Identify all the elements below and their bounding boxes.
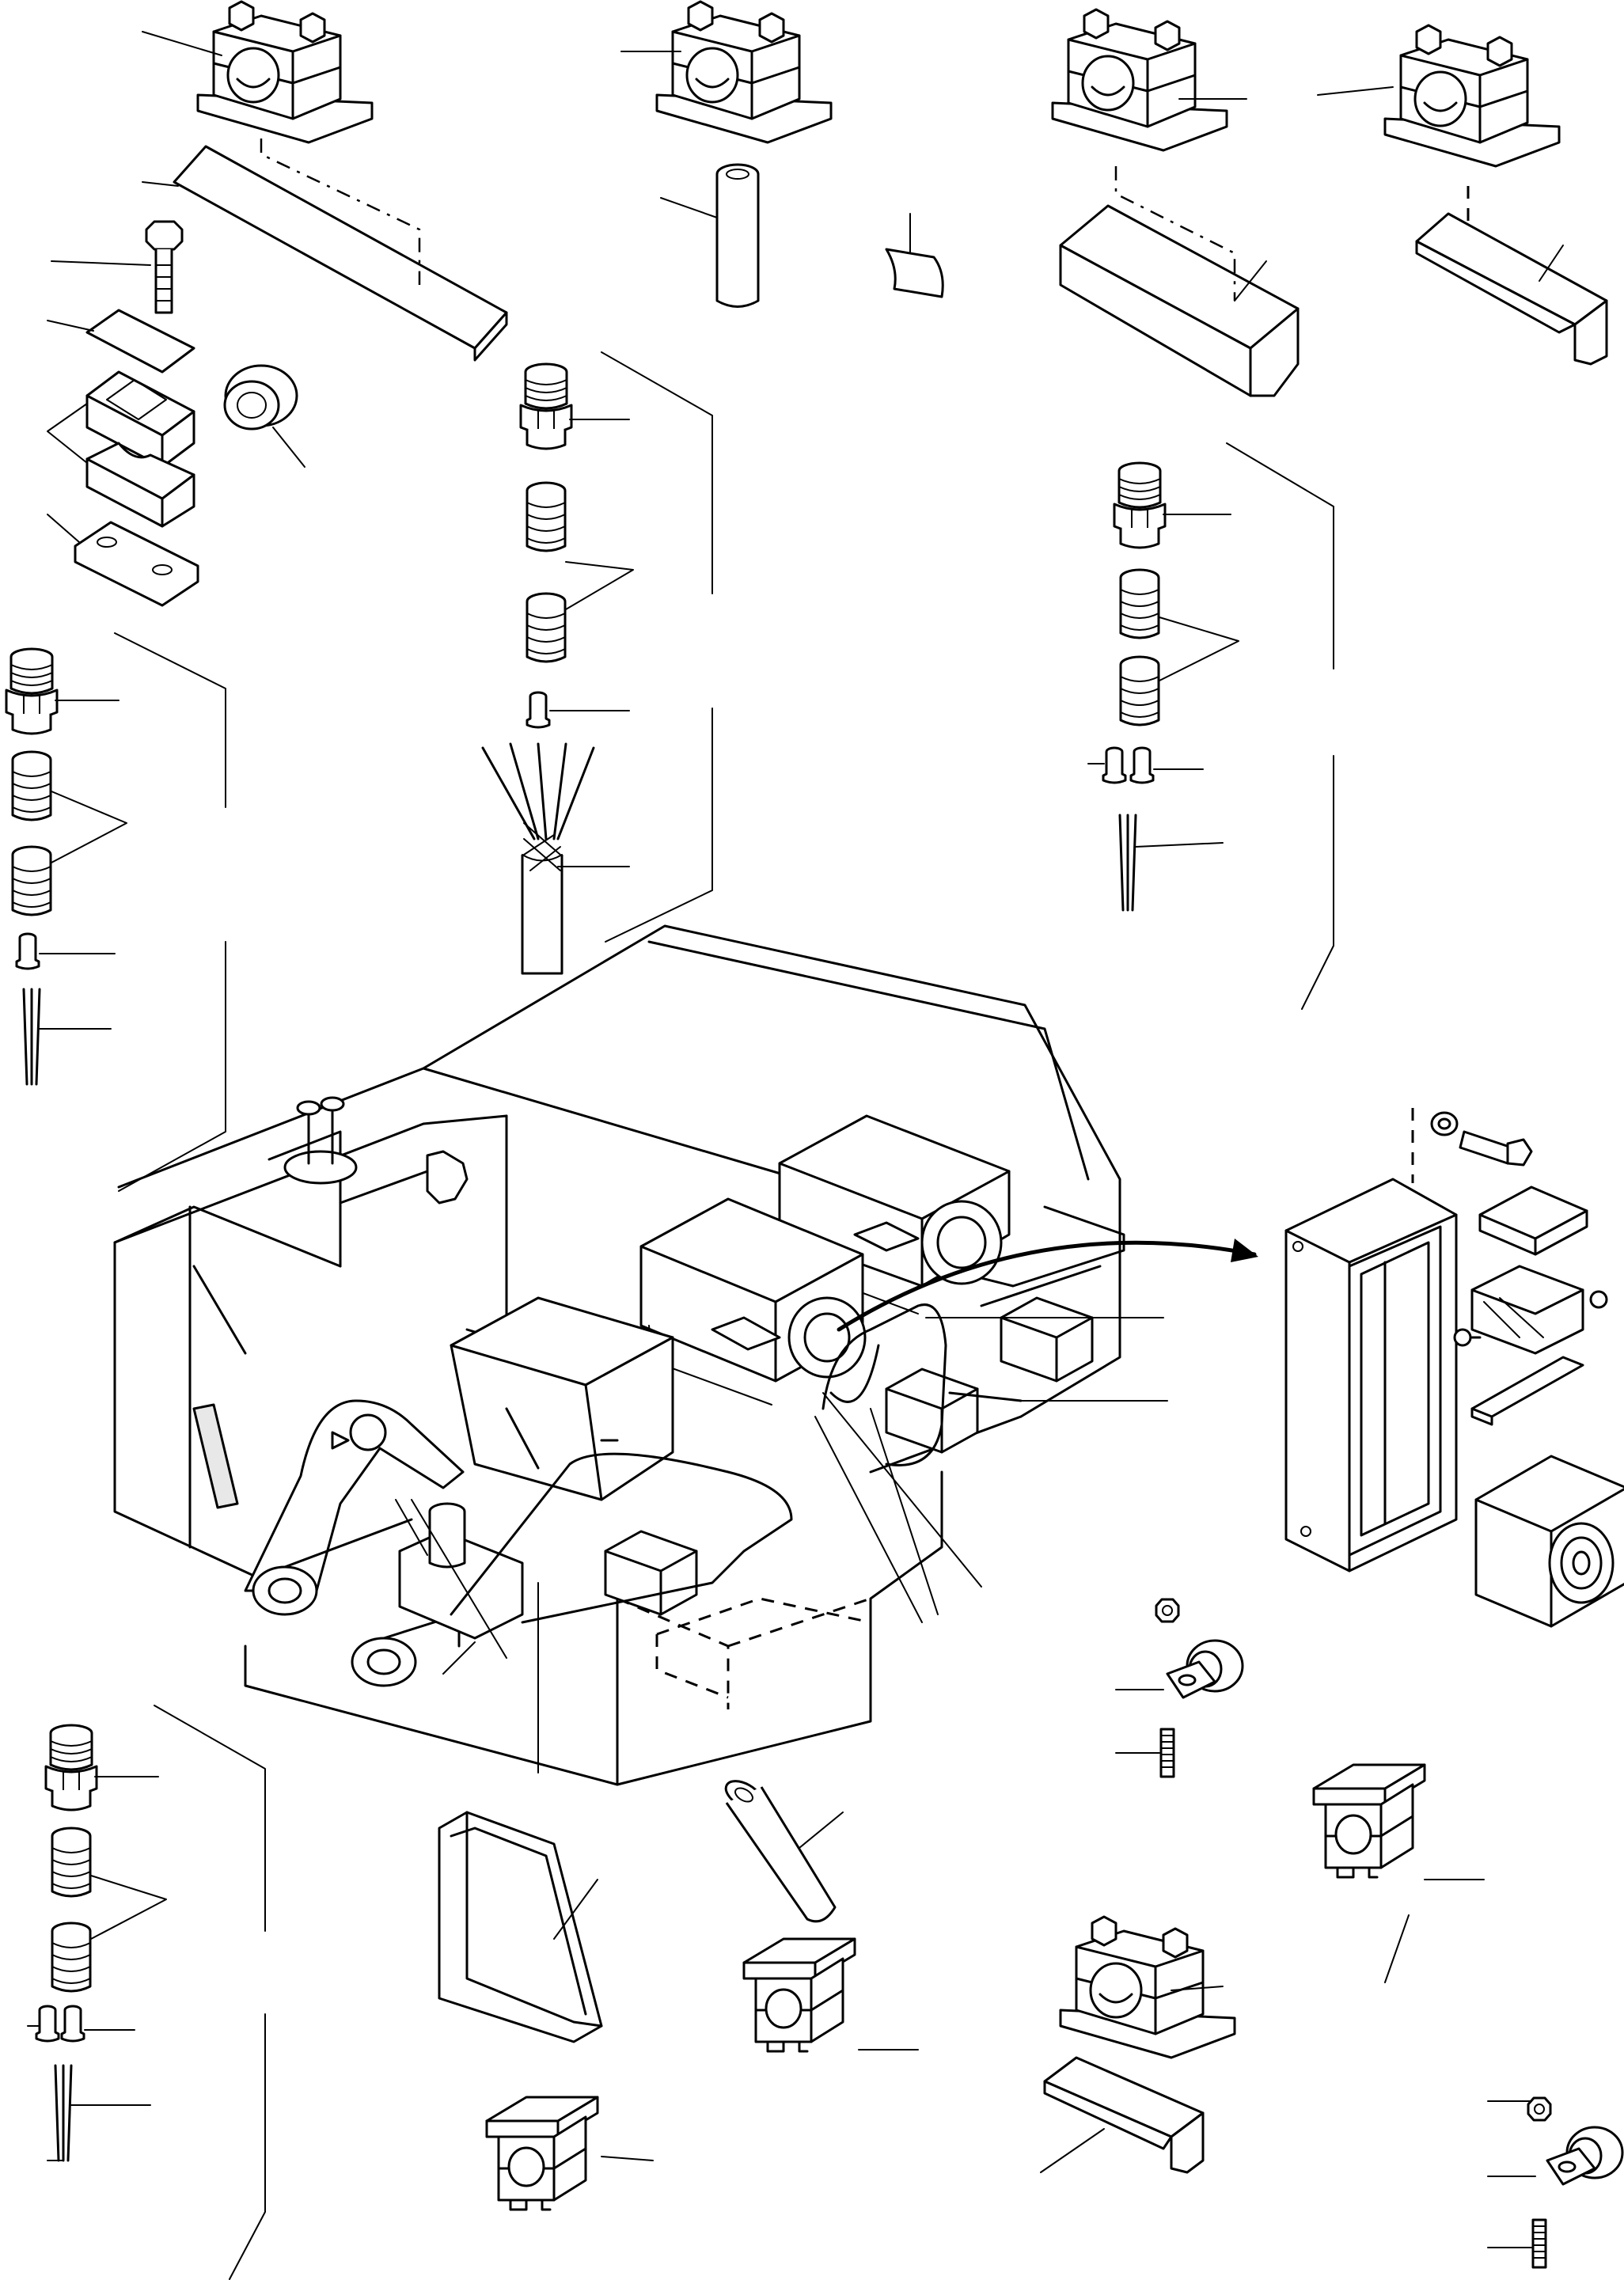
wire-sleeve-right-a [1102, 746, 1127, 784]
stud-right [1159, 1728, 1175, 1778]
clamp-plate-strip [173, 145, 508, 350]
cable-gland-left-2 [44, 1724, 98, 1811]
wire-sleeve-center [526, 691, 551, 729]
mount-bracket-plate [1470, 1356, 1584, 1418]
grommet [223, 364, 298, 431]
cable-gland-right [1113, 461, 1167, 549]
frame-lift-arm [244, 1399, 465, 1687]
p-clip-right [1166, 1639, 1244, 1699]
clamp-base-plate [74, 521, 199, 607]
pipe-clamp-top-center [655, 0, 833, 144]
rubber-mount [1453, 1265, 1608, 1355]
stud-bottom-right [1531, 2218, 1547, 2269]
rubber-seal-center-b [526, 592, 567, 663]
mount-block [1474, 1455, 1624, 1628]
pipe-clamp-top-left [196, 0, 374, 144]
cable-gland-left-1 [5, 647, 59, 735]
pipe-clamp-top-right-1 [1051, 8, 1228, 152]
frame-inner-housing [450, 1296, 674, 1501]
p-clip-bottom-right [1546, 2126, 1624, 2186]
harness-lead-to-box [837, 1240, 1257, 1332]
gusset-plate [438, 1811, 603, 2043]
block-clamp-right [1312, 1763, 1426, 1879]
mount-pad [1478, 1186, 1588, 1256]
rubber-seal-left-2a [51, 1827, 92, 1898]
rubber-seal-right-b [1119, 655, 1160, 726]
block-clamp-bottom-center [742, 1937, 856, 2053]
wire-sleeve-left-1 [15, 932, 40, 970]
box-bolt [1430, 1111, 1533, 1167]
hose-bottom [724, 1780, 837, 1923]
bolt [145, 220, 184, 314]
hose-cut-piece [885, 248, 944, 298]
clamp-halves [85, 370, 195, 528]
wire-sleeve-right-b [1129, 746, 1155, 784]
frame-control-box-lower [639, 1197, 867, 1406]
wires-left-1 [22, 988, 41, 1086]
nut-right [1155, 1598, 1180, 1623]
frame-cylinder-part [398, 1502, 524, 1640]
wire-sleeve-left-2b [60, 2005, 85, 2043]
clamp-cover-plate [85, 309, 195, 374]
pipe-clamp-top-right-2 [1383, 24, 1561, 168]
frame-tank [283, 1096, 469, 1204]
frame-relay-2 [885, 1368, 979, 1454]
angle-bracket-1 [1059, 204, 1300, 397]
rubber-seal-left-1b [11, 845, 52, 916]
block-clamp-bottom-left [485, 2096, 599, 2211]
junction-box [1284, 1108, 1458, 1572]
angle-bracket-2 [1415, 212, 1608, 366]
multicore-cable [481, 742, 595, 975]
rubber-seal-left-2b [51, 1921, 92, 1993]
wires-right [1118, 814, 1137, 912]
hose-short [715, 163, 760, 308]
wiring-harness [450, 1303, 1023, 1624]
rubber-seal-center-a [526, 481, 567, 552]
rubber-seal-right-a [1119, 568, 1160, 639]
frame-relay-1 [1000, 1296, 1094, 1383]
rubber-seal-left-1a [11, 750, 52, 821]
wire-sleeve-left-2a [35, 2005, 60, 2043]
cable-gland-center [519, 362, 573, 450]
angle-bracket-3 [1043, 2056, 1205, 2174]
wires-left-2 [54, 2064, 73, 2162]
